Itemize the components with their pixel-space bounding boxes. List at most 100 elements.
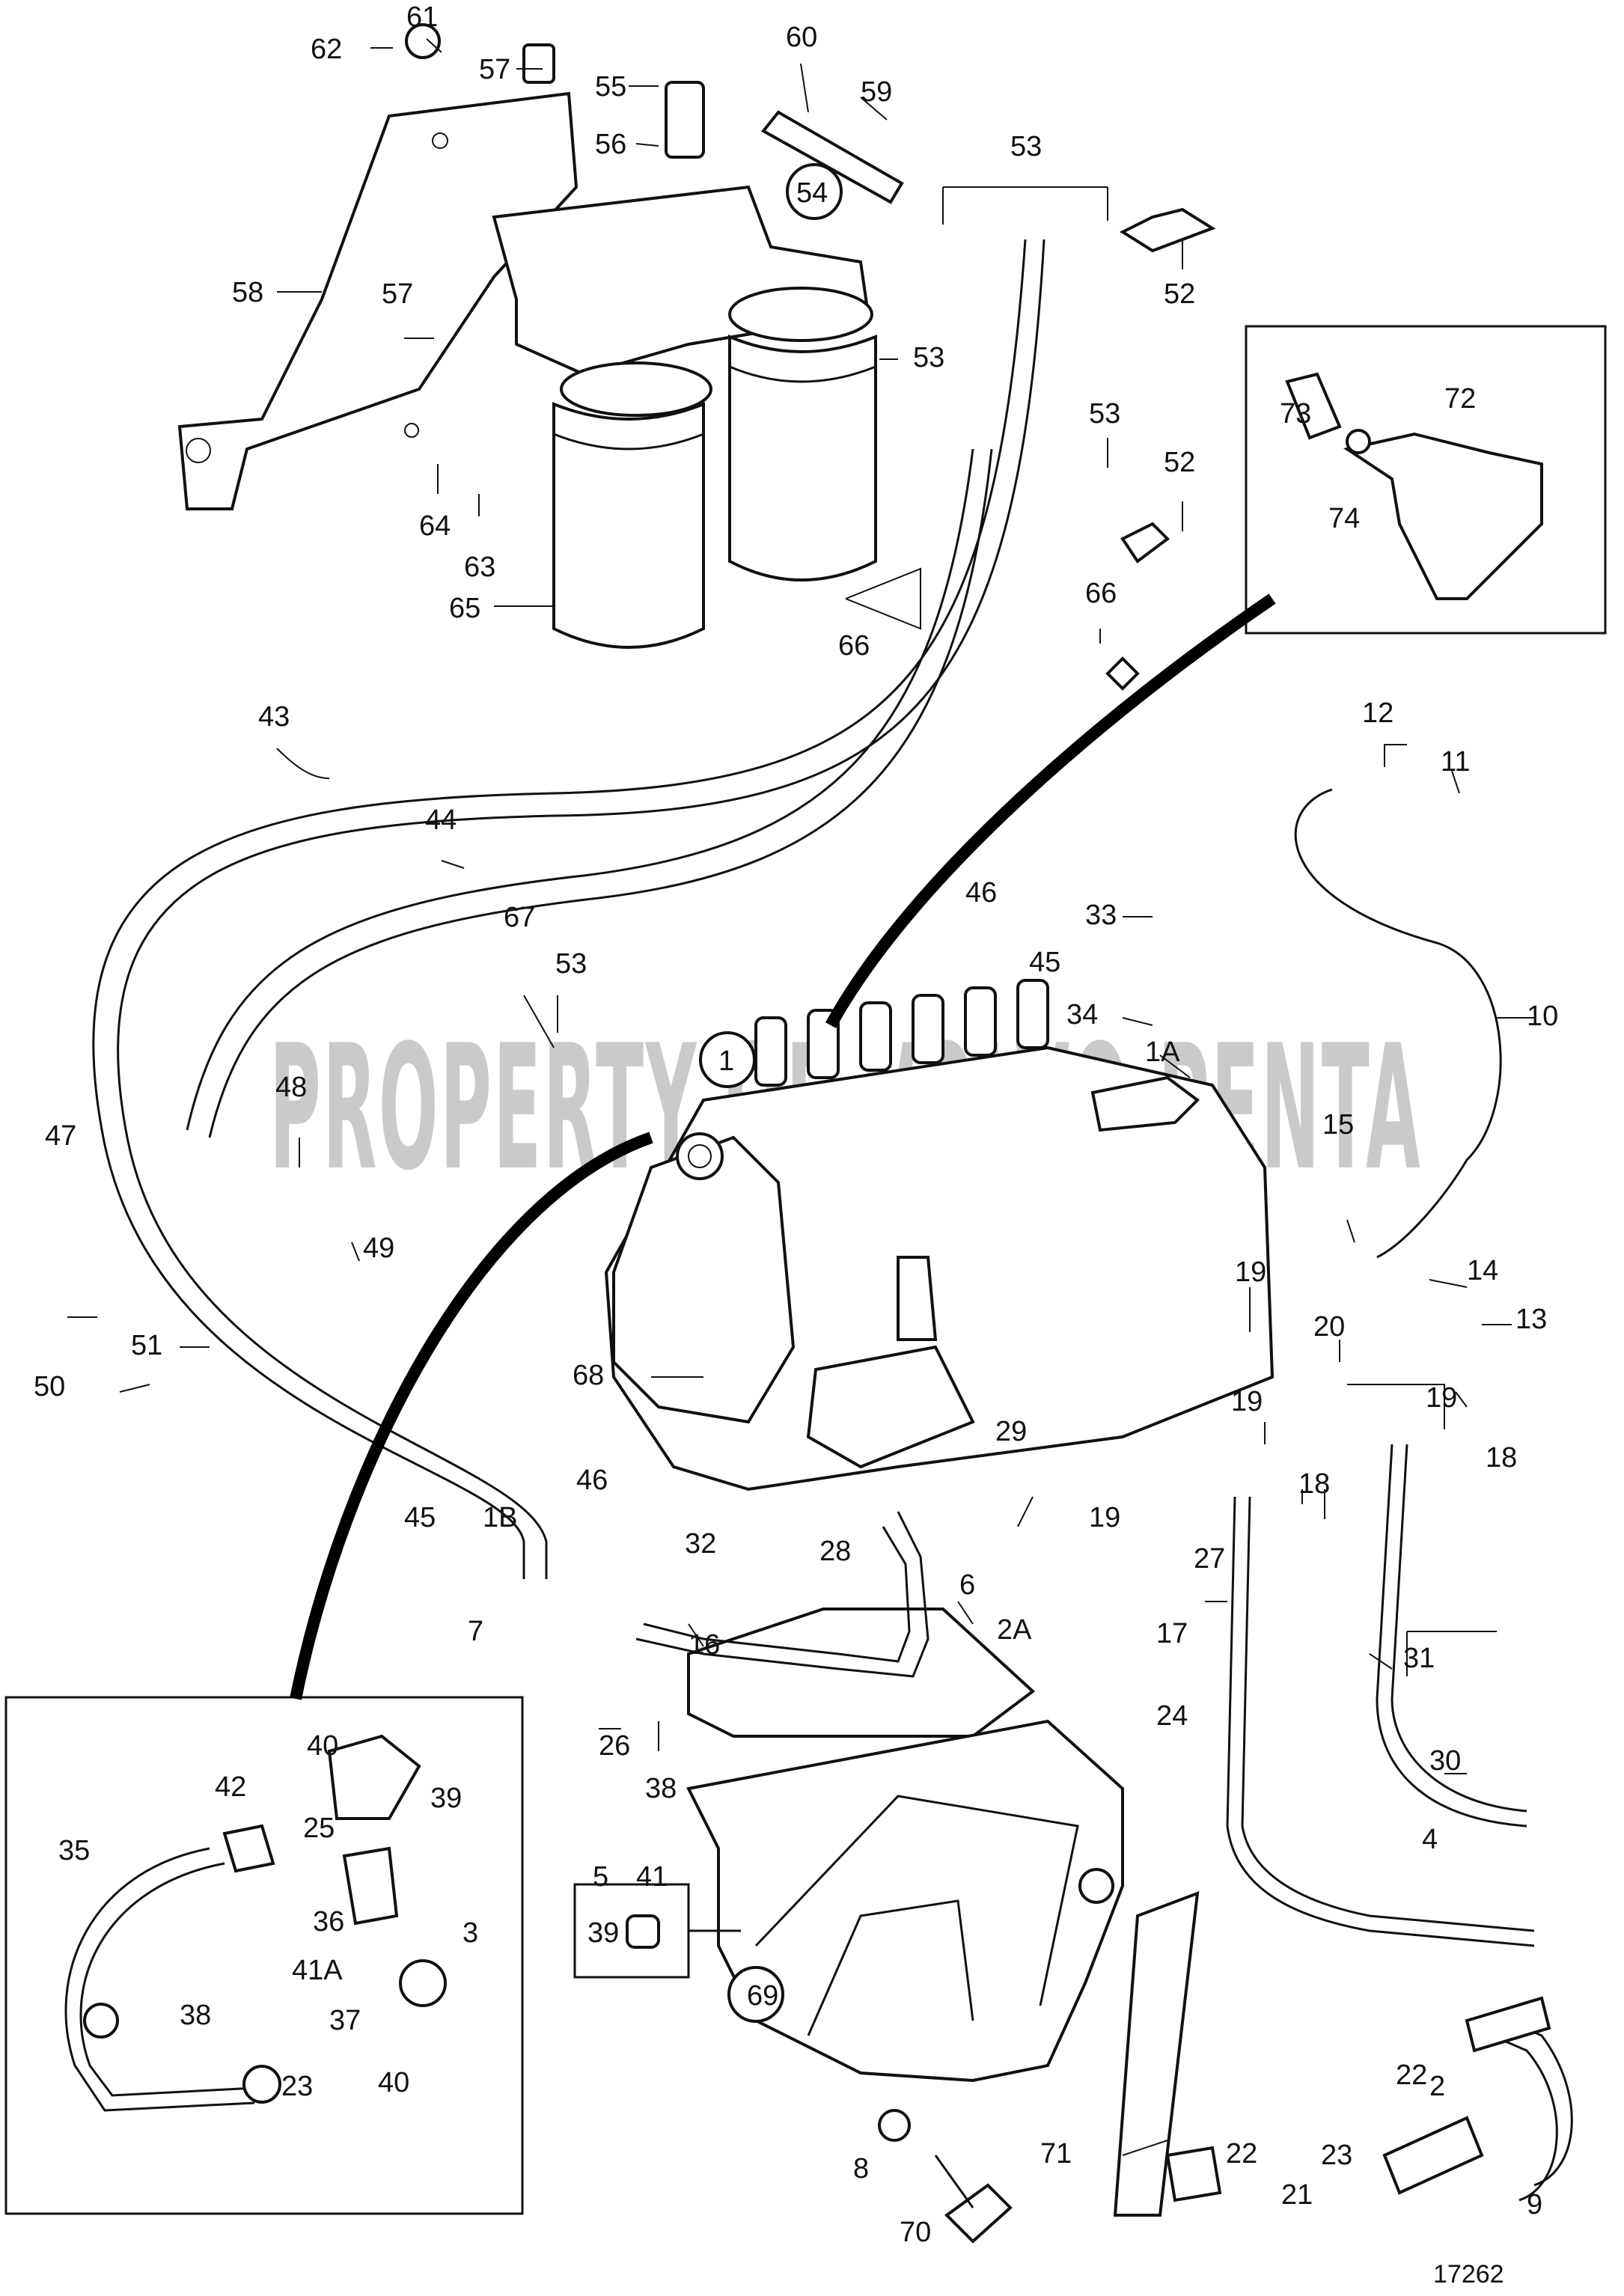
fuel-filter-assembly [177, 23, 1216, 691]
part-label-50: 50 [34, 1371, 65, 1402]
part-label-58: 58 [232, 277, 263, 308]
part-label-11: 11 [1441, 746, 1470, 778]
part-label-39b: 41A [292, 1955, 343, 1986]
part-label-61: 61 [406, 1, 438, 33]
filter-housing-left [560, 361, 712, 417]
part-label-34: 34 [1066, 999, 1098, 1031]
part-label-10: 10 [1527, 1001, 1558, 1032]
part-label-66b: 66 [838, 630, 870, 662]
bracket-2 [686, 1719, 1124, 2083]
pipes-right [635, 788, 1573, 2202]
part-label-8: 70 [900, 2217, 931, 2248]
part-label-60: 60 [786, 22, 817, 53]
part-label-74: 74 [1328, 503, 1360, 534]
part-label-56: 56 [595, 129, 626, 160]
part-label-39: 25 [303, 1813, 335, 1844]
part-label-51: 51 [131, 1330, 162, 1361]
part-label-67: 67 [504, 902, 535, 933]
part-label-68: 68 [573, 1360, 604, 1391]
leader-lines [67, 38, 1534, 2156]
detail-inset-part-3 [573, 1883, 741, 1979]
part-label-1: 1 [718, 1045, 734, 1077]
part-label-1B: 28 [819, 1536, 851, 1567]
part-label-45: 45 [1029, 947, 1060, 978]
part-label-2A: 16 [689, 1629, 720, 1661]
part-label-37: 40 [378, 2067, 409, 2098]
part-label-46c: 1B [483, 1502, 517, 1533]
part-label-49: 49 [363, 1233, 394, 1264]
part-label-23: 22 [1396, 2060, 1427, 2091]
part-label-55: 55 [595, 71, 626, 103]
part-label-17: 31 [1403, 1643, 1435, 1674]
part-label-38: 40 [307, 1730, 338, 1762]
part-label-40: 42 [215, 1771, 246, 1803]
part-label-14: 14 [1467, 1255, 1498, 1286]
part-label-62: 62 [311, 34, 342, 65]
callout-curves [290, 593, 1276, 1700]
drawing-number: 17262 [1433, 2260, 1504, 2289]
fuel-lines [92, 239, 1045, 1579]
part-label-73: 73 [1280, 398, 1311, 430]
part-label-41: 35 [58, 1835, 90, 1866]
part-label-31: 26 [599, 1730, 630, 1762]
part-label-59: 59 [861, 76, 892, 108]
part-label-21: 9 [1527, 2189, 1542, 2220]
part-label-52: 52 [1164, 278, 1195, 310]
part-label-53b: 53 [913, 342, 944, 373]
part-label-28: 19 [1089, 1502, 1120, 1533]
detail-inset-bottom-left [4, 1696, 524, 2215]
part-label-19d: 27 [1194, 1543, 1225, 1575]
part-label-47: 47 [45, 1120, 76, 1152]
part-label-18: 18 [1486, 1442, 1517, 1474]
part-label-27: 32 [685, 1528, 716, 1560]
part-label-53d: 53 [555, 948, 587, 980]
part-label-48: 48 [275, 1072, 307, 1103]
part-label-22b: 23 [1321, 2140, 1352, 2171]
pump-bracket [686, 1607, 1222, 2244]
part-label-29: 29 [995, 1416, 1027, 1447]
part-label-42: 39 [430, 1783, 462, 1814]
part-label-71: 22 [1226, 2138, 1257, 2170]
part-label-52b: 52 [1164, 447, 1195, 478]
part-label-66: 66 [1085, 578, 1117, 609]
part-label-45b: 45 [404, 1502, 436, 1533]
part-label-6: 2A [997, 1614, 1032, 1646]
part-label-26: 24 [1156, 1700, 1188, 1732]
part-label-57: 57 [479, 54, 510, 85]
part-label-53c: 53 [1089, 398, 1120, 430]
part-label-2: 69 [747, 1980, 778, 2012]
part-label-15: 15 [1322, 1109, 1354, 1141]
part-label-41A: 38 [180, 2000, 211, 2031]
part-label-18b: 18 [1298, 1468, 1330, 1500]
part-label-72: 72 [1444, 383, 1476, 415]
filter-housing-right [728, 287, 873, 342]
part-label-5: 41 [636, 1861, 668, 1893]
part-label-25: 4 [1422, 1824, 1438, 1855]
bracket-58 [177, 91, 579, 510]
inset-frame-bottom-left [4, 1696, 524, 2215]
part-label-23b: 21 [1281, 2179, 1313, 2211]
injection-pump [604, 979, 1275, 1492]
part-label-46b: 46 [576, 1465, 608, 1496]
part-label-7: 6 [959, 1569, 975, 1601]
inset-frame-top-right [1245, 325, 1607, 635]
part-label-65: 65 [449, 593, 480, 624]
part-label-24: 30 [1429, 1745, 1461, 1777]
part-label-44: 44 [425, 804, 457, 836]
part-label-19b: 19 [1231, 1386, 1263, 1417]
part-label-64: 64 [419, 510, 451, 542]
part-label-54: 54 [796, 177, 828, 209]
part-label-33: 33 [1085, 900, 1117, 931]
part-label-12: 12 [1362, 697, 1393, 729]
part-label-13: 13 [1515, 1304, 1547, 1335]
part-label-53: 53 [1010, 131, 1042, 162]
part-label-69: 71 [1040, 2138, 1072, 2170]
strap-69 [1113, 1890, 1200, 2217]
part-label-32: 7 [468, 1616, 483, 1647]
part-label-38b: 37 [329, 2005, 361, 2036]
part-label-46: 46 [965, 877, 997, 909]
part-label-30: 38 [645, 1773, 677, 1804]
part-label-43: 43 [258, 701, 290, 733]
part-label-22: 2 [1429, 2071, 1445, 2102]
